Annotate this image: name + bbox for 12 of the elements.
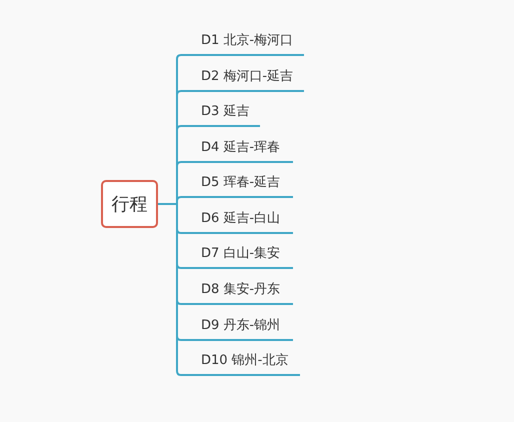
branch-topic: D3 延吉: [181, 101, 260, 127]
branch-topic: D8 集安-丹东: [181, 279, 293, 305]
branch-topic: D9 丹东-锦州: [181, 315, 293, 341]
connector: [158, 203, 182, 376]
topic-box: 行程: [101, 180, 158, 228]
branch-topic: D7 白山-集安: [181, 243, 293, 269]
branch-topic: D6 延吉-白山: [181, 208, 293, 234]
branch-topic: D1 北京-梅河口: [181, 30, 304, 56]
branch-topic: D4 延吉-珲春: [181, 137, 293, 163]
branch-topic: D5 珲春-延吉: [181, 172, 293, 198]
branch-topic: D10 锦州-北京: [181, 350, 300, 376]
branch-topic: D2 梅河口-延吉: [181, 66, 304, 92]
